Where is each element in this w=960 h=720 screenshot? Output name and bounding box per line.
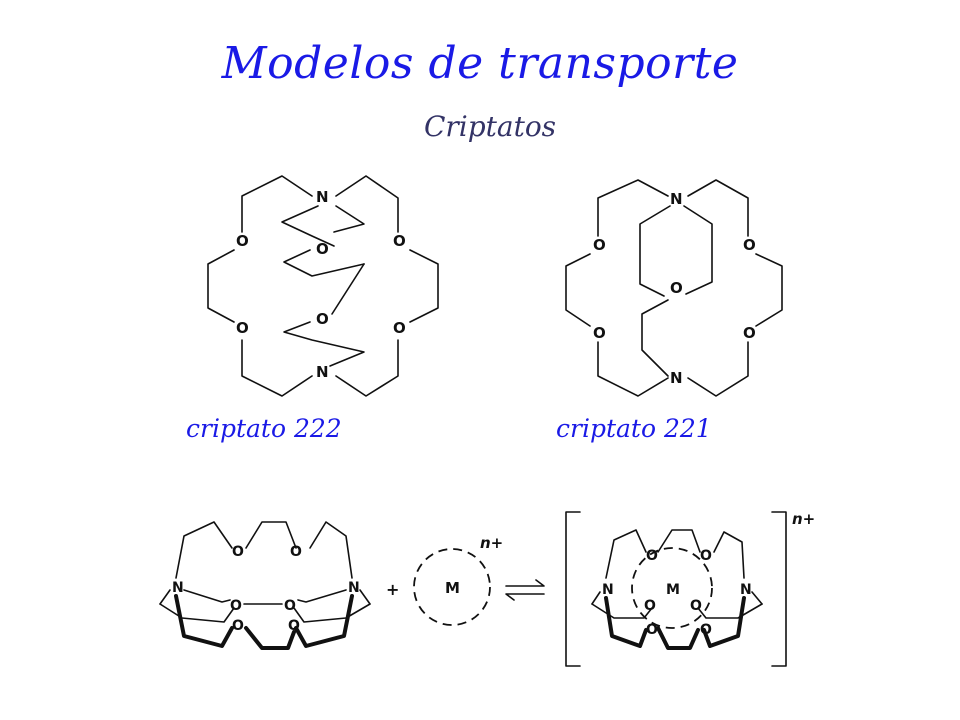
slide-subtitle: Criptatos — [423, 110, 557, 143]
metal-label: M — [445, 579, 460, 597]
atom-o: O — [393, 319, 406, 337]
atom-o: O — [236, 232, 249, 250]
ion-charge: n+ — [480, 534, 503, 552]
atom-o: O — [232, 618, 244, 634]
atom-n: N — [602, 582, 614, 598]
atom-o: O — [646, 548, 658, 564]
atom-o: O — [690, 598, 702, 614]
metal-ion: M n+ — [413, 534, 503, 626]
slide-title: Modelos de transporte — [221, 38, 739, 89]
atom-o: O — [700, 548, 712, 564]
atom-o: O — [290, 544, 302, 560]
atom-n: N — [316, 363, 329, 381]
atom-n: N — [348, 580, 360, 596]
left-bracket — [565, 511, 581, 667]
caption-cryptand-221: criptato 221 — [556, 414, 712, 443]
atom-n: N — [670, 369, 683, 387]
complex-charge: n+ — [792, 510, 815, 528]
atom-o: O — [644, 598, 656, 614]
atom-n: N — [670, 190, 683, 208]
atom-o: O — [236, 319, 249, 337]
atom-o: O — [743, 324, 756, 342]
atom-o: O — [316, 310, 329, 328]
atom-n: N — [316, 188, 329, 206]
cryptate-complex: N N O O O O O O M — [591, 529, 763, 650]
atom-o: O — [700, 622, 712, 638]
atom-o: O — [232, 544, 244, 560]
atom-n: N — [740, 582, 752, 598]
caption-cryptand-222: criptato 222 — [186, 414, 342, 443]
atom-o: O — [670, 279, 683, 297]
equilibrium-arrow — [505, 579, 545, 601]
atom-o: O — [288, 618, 300, 634]
metal-label: M — [666, 582, 680, 598]
atom-n: N — [172, 580, 184, 596]
atom-o: O — [284, 598, 296, 614]
atom-o: O — [593, 236, 606, 254]
atom-o: O — [393, 232, 406, 250]
atom-o: O — [593, 324, 606, 342]
atom-o: O — [230, 598, 242, 614]
cryptand-3d-free: N N O O O O O O — [159, 521, 371, 650]
cryptand-221-structure: N O O O O O N — [565, 179, 783, 397]
cryptand-222-structure: N O O O O O O N — [207, 175, 439, 397]
atom-o: O — [316, 240, 329, 258]
atom-o: O — [646, 622, 658, 638]
plus-sign: + — [386, 580, 399, 599]
atom-o: O — [743, 236, 756, 254]
right-bracket — [771, 511, 787, 667]
